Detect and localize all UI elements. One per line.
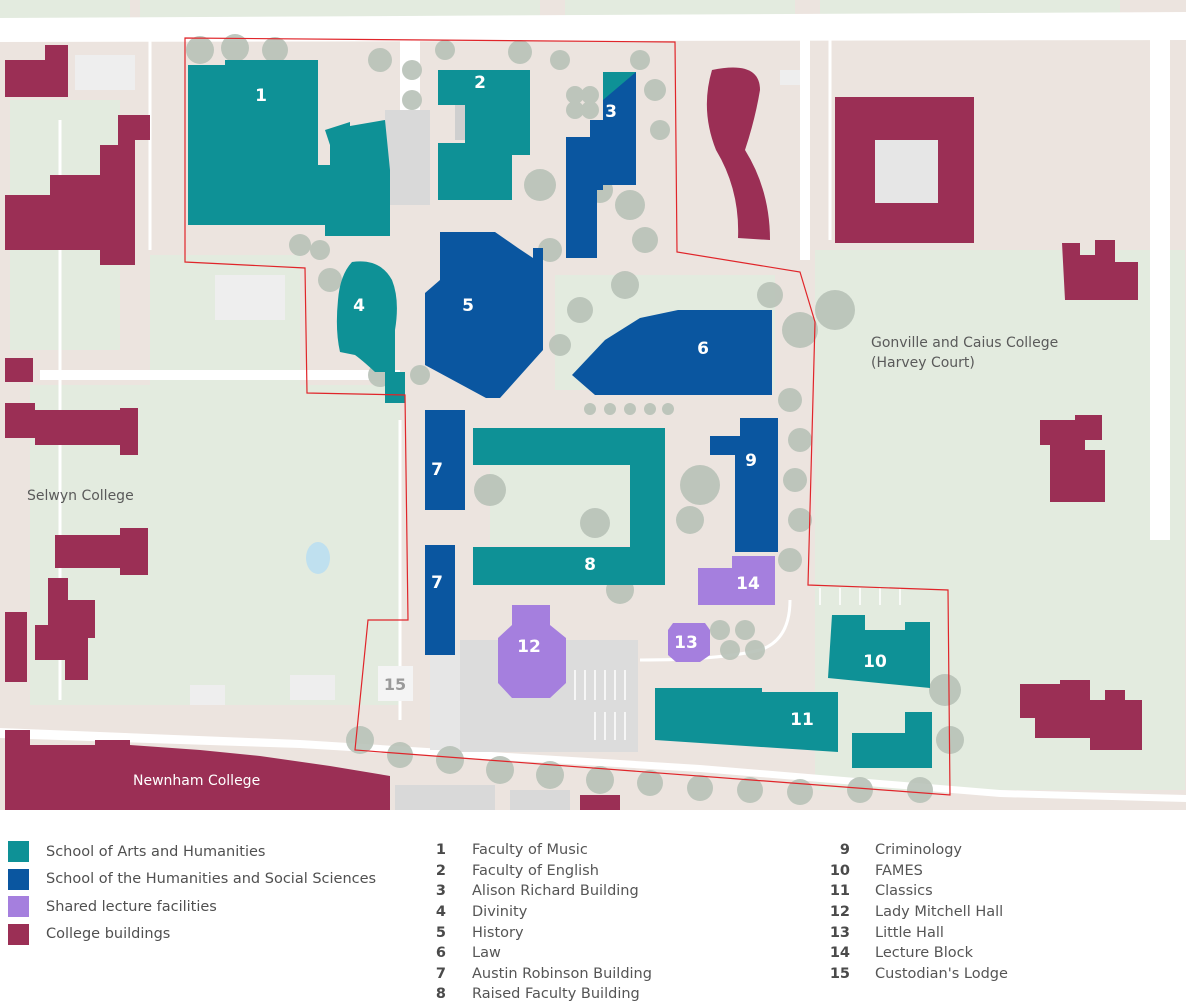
key-name: FAMES bbox=[875, 862, 923, 879]
key-row: 15 Custodian's Lodge bbox=[822, 964, 1008, 985]
place-label-caius-line2: (Harvey Court) bbox=[871, 355, 975, 371]
building-number-14: 14 bbox=[736, 574, 760, 594]
key-number: 3 bbox=[435, 883, 446, 900]
key-number: 12 bbox=[829, 904, 850, 921]
key-name: History bbox=[472, 924, 524, 941]
key-row: 13 Little Hall bbox=[822, 922, 1008, 943]
key-name: Alison Richard Building bbox=[472, 883, 639, 900]
key-row: 11 Classics bbox=[822, 881, 1008, 902]
key-name: Criminology bbox=[875, 842, 963, 859]
key-name: Classics bbox=[875, 883, 933, 900]
building-number-4: 4 bbox=[353, 296, 365, 316]
legend-row-hss: School of the Humanities and Social Scie… bbox=[8, 866, 376, 894]
key-number: 11 bbox=[829, 883, 850, 900]
legend-label-hss: School of the Humanities and Social Scie… bbox=[46, 871, 377, 888]
key-row: 4 Divinity bbox=[428, 902, 652, 923]
key-name: Custodian's Lodge bbox=[875, 965, 1008, 982]
key-number: 10 bbox=[829, 862, 850, 879]
legend-label-arts: School of Arts and Humanities bbox=[46, 843, 266, 860]
key-number: 13 bbox=[829, 924, 850, 941]
building-number-8: 8 bbox=[584, 555, 596, 575]
place-label-selwyn: Selwyn College bbox=[27, 488, 134, 504]
building-number-9: 9 bbox=[745, 451, 757, 471]
key-name: Divinity bbox=[472, 904, 528, 921]
key-number: 1 bbox=[435, 842, 446, 859]
legend-categories: School of Arts and Humanities School of … bbox=[8, 838, 376, 948]
key-name: Law bbox=[472, 945, 501, 962]
pond bbox=[306, 542, 330, 574]
building-number-10: 10 bbox=[863, 652, 887, 672]
key-row: 7 Austin Robinson Building bbox=[428, 964, 652, 985]
college-buildings bbox=[5, 45, 1142, 810]
key-name: Lecture Block bbox=[875, 945, 973, 962]
legend-swatch-college bbox=[8, 923, 29, 945]
key-row: 2 Faculty of English bbox=[428, 861, 652, 882]
building-number-3: 3 bbox=[605, 102, 617, 122]
alison-richard-teal-corner bbox=[603, 72, 636, 100]
building-number-7b: 7 bbox=[431, 573, 443, 593]
site-map: 1 2 3 4 5 6 7 7 8 9 10 11 12 13 14 15 Se… bbox=[0, 0, 1186, 810]
key-row: 14 Lecture Block bbox=[822, 943, 1008, 964]
key-row: 5 History bbox=[428, 922, 652, 943]
hss-buildings bbox=[425, 72, 778, 655]
place-label-caius-line1: Gonville and Caius College bbox=[871, 335, 1058, 351]
key-number: 4 bbox=[435, 904, 446, 921]
site-boundary bbox=[184, 37, 951, 796]
place-label-newnham: Newnham College bbox=[133, 773, 260, 789]
building-number-5: 5 bbox=[462, 296, 474, 316]
key-number: 14 bbox=[829, 945, 850, 962]
custodians-lodge bbox=[378, 666, 413, 701]
building-number-12: 12 bbox=[517, 637, 541, 657]
arts-humanities-buildings bbox=[188, 60, 932, 768]
building-number-1: 1 bbox=[255, 86, 267, 106]
legend-row-college: College buildings bbox=[8, 921, 376, 949]
key-number: 15 bbox=[829, 965, 850, 982]
key-name: Faculty of English bbox=[472, 862, 599, 879]
key-name: Austin Robinson Building bbox=[472, 965, 652, 982]
building-number-7a: 7 bbox=[431, 460, 443, 480]
key-number: 7 bbox=[435, 965, 446, 982]
key-row: 1 Faculty of Music bbox=[428, 840, 652, 861]
key-row: 3 Alison Richard Building bbox=[428, 881, 652, 902]
key-row: 12 Lady Mitchell Hall bbox=[822, 902, 1008, 923]
legend-label-college: College buildings bbox=[46, 926, 171, 943]
building-number-2: 2 bbox=[474, 73, 486, 93]
building-numbers: 1 2 3 4 5 6 7 7 8 9 10 11 12 13 14 15 bbox=[255, 73, 887, 730]
key-number: 6 bbox=[435, 945, 446, 962]
key-name: Raised Faculty Building bbox=[472, 986, 640, 1003]
legend-swatch-arts bbox=[8, 841, 29, 863]
key-row: 6 Law bbox=[428, 943, 652, 964]
building-number-15: 15 bbox=[384, 675, 406, 694]
key-name: Lady Mitchell Hall bbox=[875, 904, 1004, 921]
key-name: Little Hall bbox=[875, 924, 944, 941]
key-number: 9 bbox=[839, 842, 850, 859]
building-key-column-2: 9 Criminology 10 FAMES 11 Classics 12 Lady M… bbox=[822, 840, 1008, 984]
legend-row-shared: Shared lecture facilities bbox=[8, 893, 376, 921]
key-number: 2 bbox=[435, 862, 446, 879]
building-number-13: 13 bbox=[674, 633, 698, 653]
legend-swatch-hss bbox=[8, 868, 29, 890]
key-row: 9 Criminology bbox=[822, 840, 1008, 861]
building-number-11: 11 bbox=[790, 710, 814, 730]
key-number: 8 bbox=[435, 986, 446, 1003]
key-row: 8 Raised Faculty Building bbox=[428, 984, 652, 1005]
building-number-6: 6 bbox=[697, 339, 709, 359]
legend-swatch-shared bbox=[8, 896, 29, 918]
legend-label-shared: Shared lecture facilities bbox=[46, 898, 217, 915]
place-label-caius: Gonville and Caius College (Harvey Court… bbox=[871, 335, 1063, 371]
key-name: Faculty of Music bbox=[472, 842, 588, 859]
legend-row-arts: School of Arts and Humanities bbox=[8, 838, 376, 866]
key-row: 10 FAMES bbox=[822, 861, 1008, 882]
key-number: 5 bbox=[435, 924, 446, 941]
shared-lecture-buildings bbox=[498, 556, 775, 698]
